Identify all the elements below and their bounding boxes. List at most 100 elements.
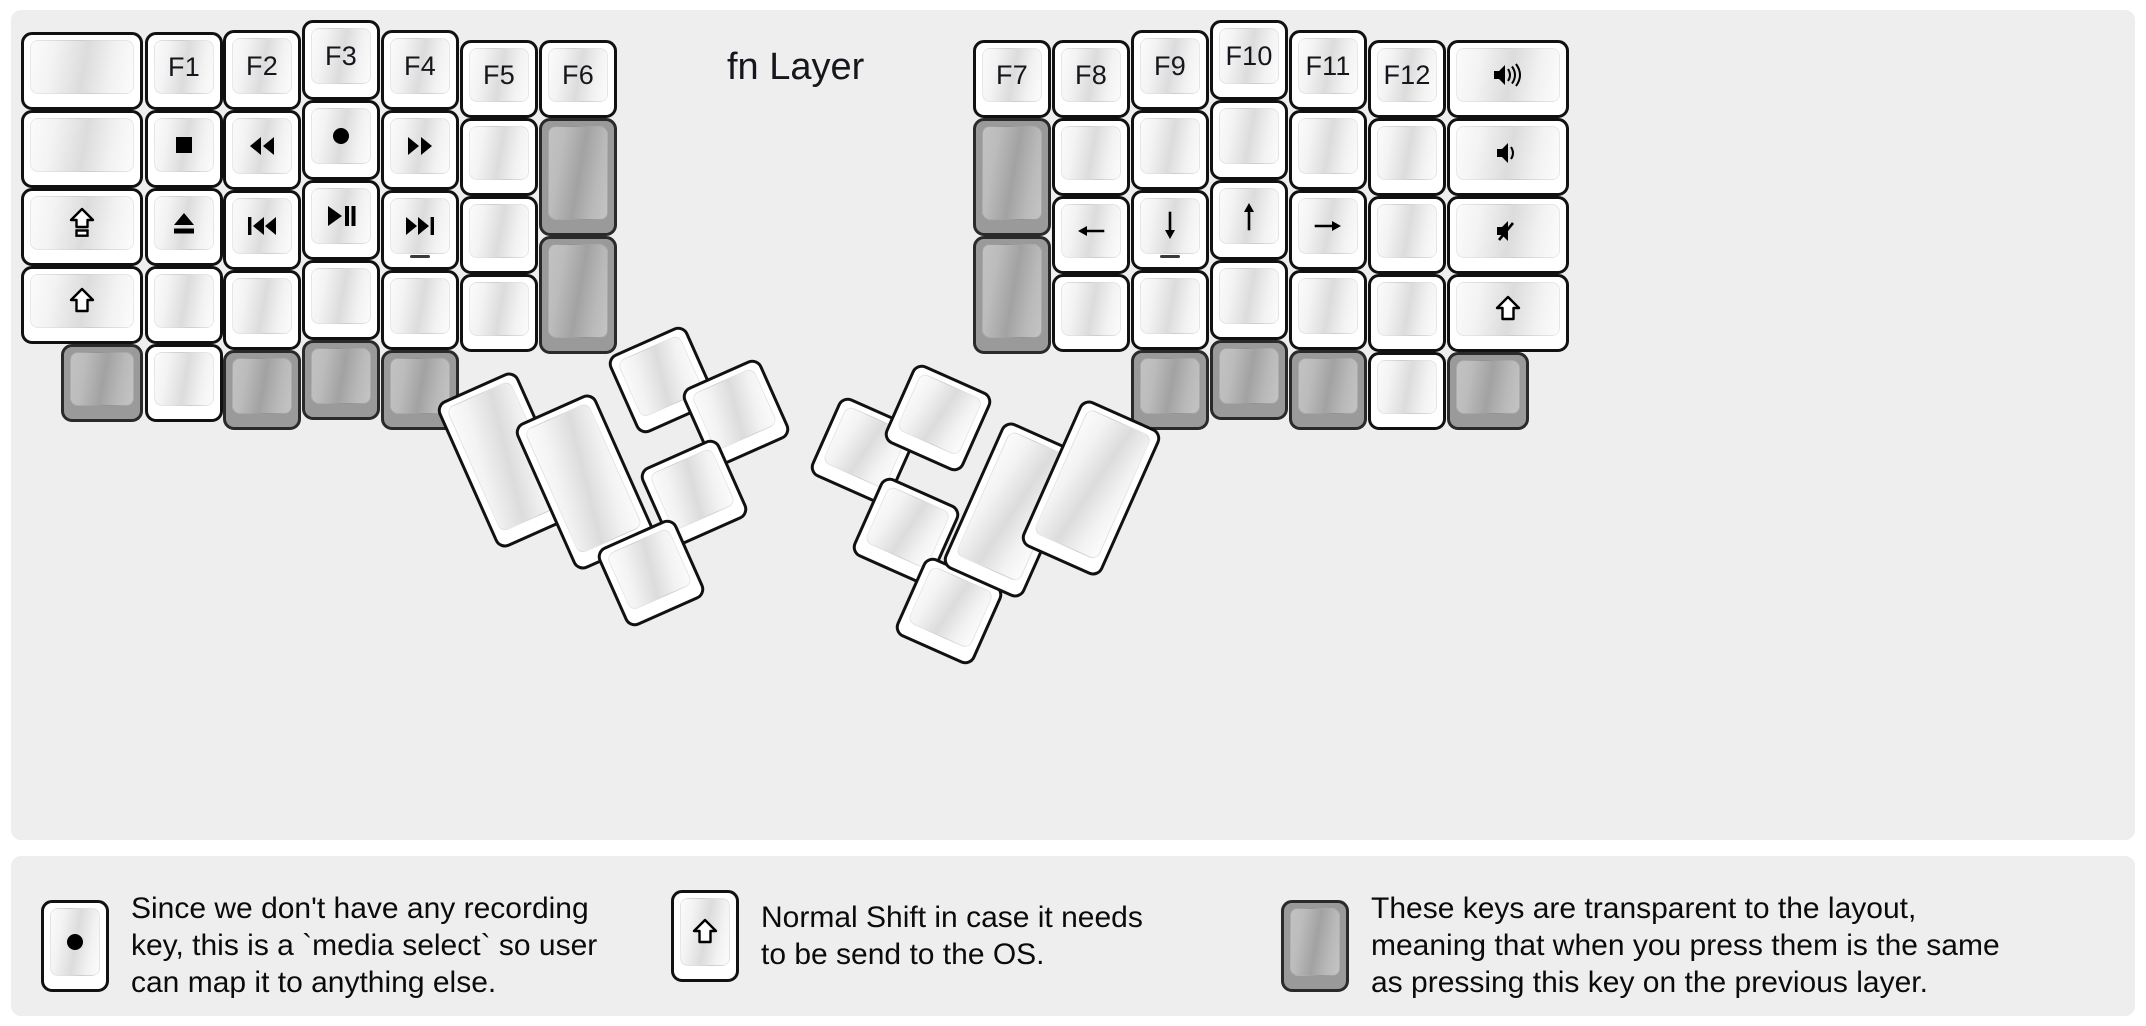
keycap-surface xyxy=(469,282,529,336)
arrow-up-icon xyxy=(1232,199,1266,233)
col-7-f6-key-1[interactable]: F6 xyxy=(539,40,617,118)
keycap-surface xyxy=(1456,204,1560,258)
keycap-surface: F8 xyxy=(1061,48,1121,102)
col-1-outer-key-1[interactable] xyxy=(21,32,143,110)
col-4-f10-key-5[interactable] xyxy=(1210,340,1288,420)
col-6-f5-key-1[interactable]: F5 xyxy=(460,40,538,118)
keycap-label: F6 xyxy=(562,59,594,90)
col-6-f12-key-4[interactable] xyxy=(1368,274,1446,352)
keycap-surface xyxy=(1456,48,1560,102)
keycap-surface xyxy=(1456,126,1560,180)
col-1-outer-key-2[interactable] xyxy=(21,110,143,188)
col-5-f4-key-2[interactable] xyxy=(381,110,459,190)
col-4-f10-key-1[interactable]: F10 xyxy=(1210,20,1288,100)
keycap-surface xyxy=(1140,278,1200,334)
keycap-surface: F1 xyxy=(154,40,214,94)
col-5-f4-key-4[interactable] xyxy=(381,270,459,350)
homing-bar-indicator xyxy=(410,255,430,258)
col-3-f2-key-4[interactable] xyxy=(223,270,301,350)
keycap-surface xyxy=(895,372,984,457)
col-7-outer-key-2[interactable] xyxy=(1447,118,1569,196)
col-1-outer-key-4[interactable] xyxy=(21,266,143,344)
col-2-f1-key-4[interactable] xyxy=(145,266,223,344)
col-1-f7-key-2[interactable] xyxy=(973,118,1051,236)
col-2-f1-key-2[interactable] xyxy=(145,110,223,188)
col-1-outer-key-3[interactable] xyxy=(21,188,143,266)
keycap-surface xyxy=(548,126,608,220)
keycap-surface xyxy=(154,118,214,172)
col-7-outer-key-1[interactable] xyxy=(1447,40,1569,118)
col-6-f5-key-2[interactable] xyxy=(460,118,538,196)
col-5-f11-key-4[interactable] xyxy=(1289,270,1367,350)
col-6-f12-key-2[interactable] xyxy=(1368,118,1446,196)
col-5-f11-key-3[interactable] xyxy=(1289,190,1367,270)
col-4-f10-key-3[interactable] xyxy=(1210,180,1288,260)
keycap-surface xyxy=(1377,282,1437,336)
col-3-f2-key-3[interactable] xyxy=(223,190,301,270)
page-title: fn Layer xyxy=(727,46,865,88)
col-4-f10-key-2[interactable] xyxy=(1210,100,1288,180)
col-2-f8-key-4[interactable] xyxy=(1052,274,1130,352)
col-3-f2-key-2[interactable] xyxy=(223,110,301,190)
keycap-surface xyxy=(469,204,529,258)
col-6-f5-key-3[interactable] xyxy=(460,196,538,274)
keycap-surface xyxy=(30,196,134,250)
keycap-label: F1 xyxy=(168,51,200,82)
col-7-outer-key-3[interactable] xyxy=(1447,196,1569,274)
col-2-f8-key-1[interactable]: F8 xyxy=(1052,40,1130,118)
col-7-outer-key-4[interactable] xyxy=(1447,274,1569,352)
keycap-surface xyxy=(154,274,214,328)
col-4-f3-key-2[interactable] xyxy=(302,100,380,180)
legend-transparent-description: These keys are transparent to the layout… xyxy=(1371,892,2000,1000)
col-2-f1-key-1[interactable]: F1 xyxy=(145,32,223,110)
keycap-surface xyxy=(390,198,450,254)
col-4-f10-key-4[interactable] xyxy=(1210,260,1288,340)
col-1-f7-key-1[interactable]: F7 xyxy=(973,40,1051,118)
col-3-f9-key-5[interactable] xyxy=(1131,350,1209,430)
col-6-f5-key-4[interactable] xyxy=(460,274,538,352)
col-5-f11-key-5[interactable] xyxy=(1289,350,1367,430)
col-3-f2-key-5[interactable] xyxy=(223,350,301,430)
col-3-f9-key-1[interactable]: F9 xyxy=(1131,30,1209,110)
keycap-surface: F7 xyxy=(982,48,1042,102)
keycap-label: F2 xyxy=(246,50,278,81)
col-4-f3-key-3[interactable] xyxy=(302,180,380,260)
col-4-f3-key-5[interactable] xyxy=(302,340,380,420)
col-3-f9-key-3[interactable] xyxy=(1131,190,1209,270)
media-record-icon xyxy=(58,925,92,959)
col-3-f9-key-2[interactable] xyxy=(1131,110,1209,190)
legend-transparent-sample-key xyxy=(1281,899,1349,992)
volume-up-icon xyxy=(1491,58,1525,92)
col-7-outer-key-5[interactable] xyxy=(1447,352,1529,430)
col-1-f7-key-3[interactable] xyxy=(973,236,1051,354)
col-7-f6-key-2[interactable] xyxy=(539,118,617,236)
volume-mute-icon xyxy=(1491,214,1525,248)
col-5-f11-key-1[interactable]: F11 xyxy=(1289,30,1367,110)
col-5-f11-key-2[interactable] xyxy=(1289,110,1367,190)
keycap-surface xyxy=(1140,358,1200,414)
media-eject-icon xyxy=(167,206,201,240)
col-1-outer-key-5[interactable] xyxy=(61,344,143,422)
col-2-f8-key-2[interactable] xyxy=(1052,118,1130,196)
col-5-f4-key-3[interactable] xyxy=(381,190,459,270)
col-6-f12-key-5[interactable] xyxy=(1368,352,1446,430)
col-2-f8-key-3[interactable] xyxy=(1052,196,1130,274)
col-2-f1-key-3[interactable] xyxy=(145,188,223,266)
col-4-f3-key-1[interactable]: F3 xyxy=(302,20,380,100)
arrow-down-icon xyxy=(1153,209,1187,243)
col-4-f3-key-4[interactable] xyxy=(302,260,380,340)
keycap-surface xyxy=(70,352,134,406)
col-3-f2-key-1[interactable]: F2 xyxy=(223,30,301,110)
col-7-f6-key-3[interactable] xyxy=(539,236,617,354)
keycap-surface xyxy=(311,108,371,164)
col-3-f9-key-4[interactable] xyxy=(1131,270,1209,350)
legend-normal-shift-sample-key xyxy=(671,890,739,982)
col-6-f12-key-1[interactable]: F12 xyxy=(1368,40,1446,118)
keycap-surface: F11 xyxy=(1298,38,1358,94)
col-5-f4-key-1[interactable]: F4 xyxy=(381,30,459,110)
col-6-f12-key-3[interactable] xyxy=(1368,196,1446,274)
keycap-surface xyxy=(1298,118,1358,174)
col-2-f1-key-5[interactable] xyxy=(145,344,223,422)
keycap-surface xyxy=(1219,348,1279,404)
arrow-right-icon xyxy=(1311,209,1345,243)
